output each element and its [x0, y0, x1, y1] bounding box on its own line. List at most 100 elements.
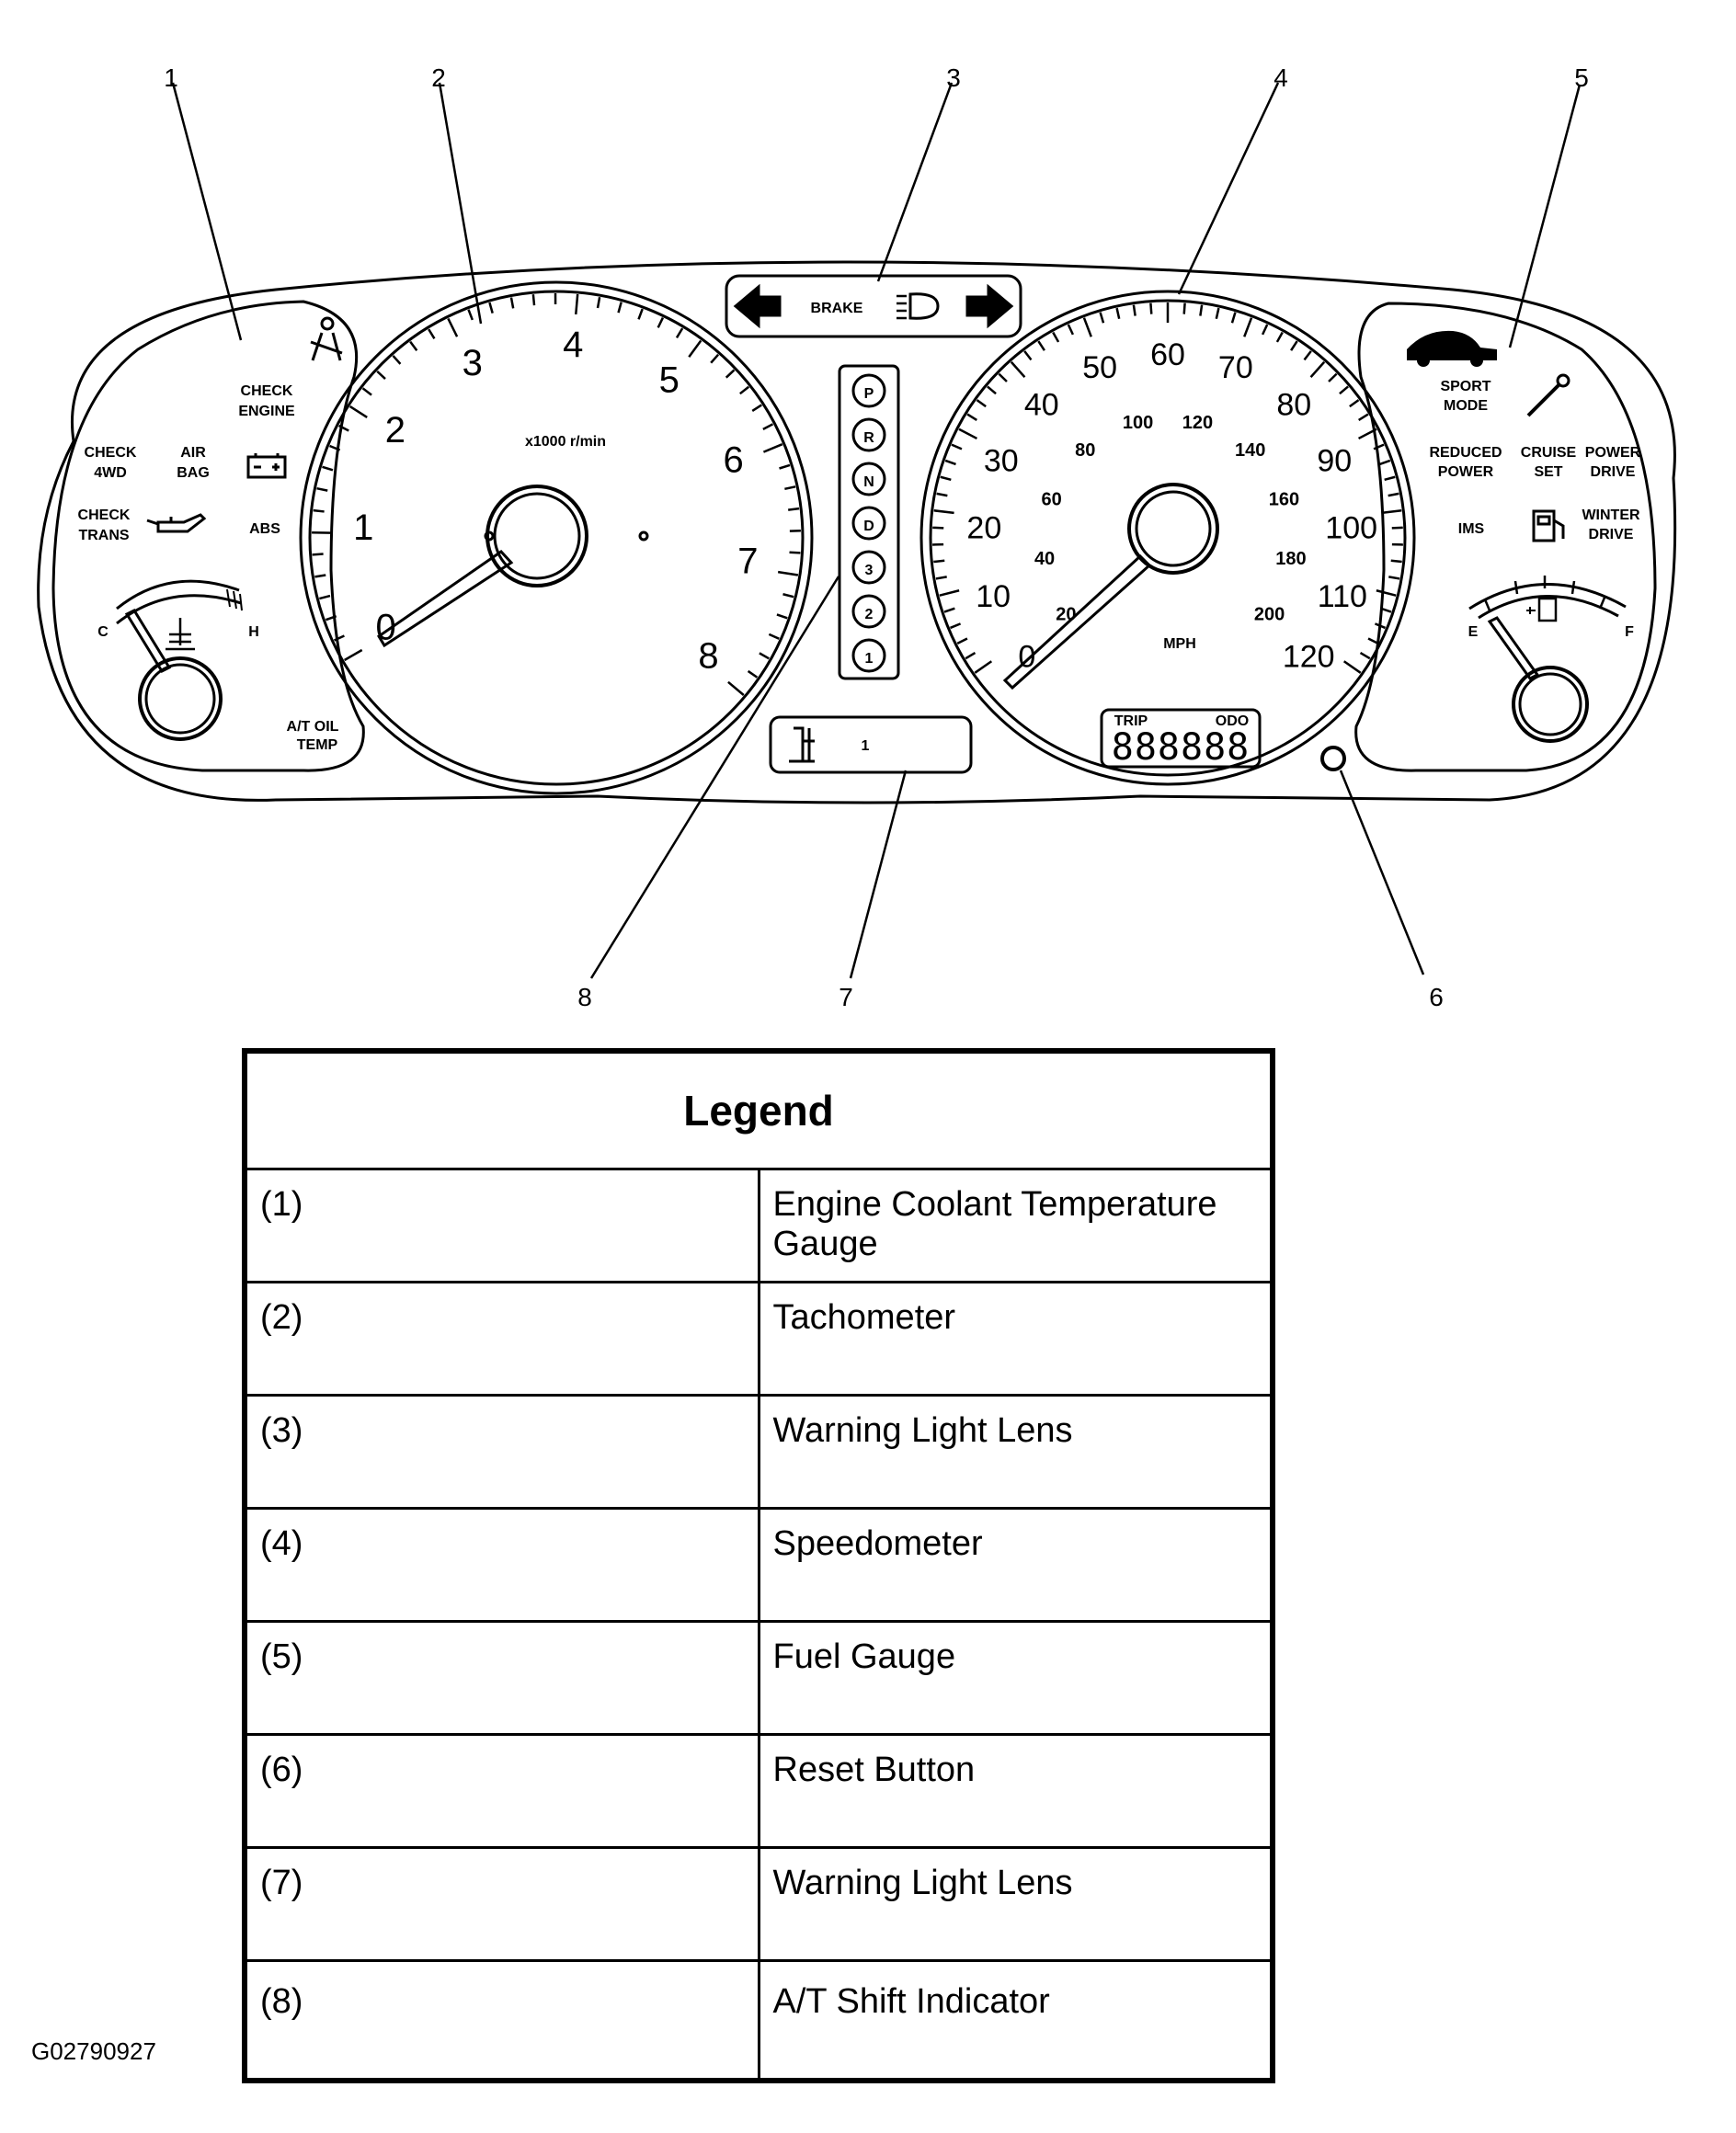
- callout-4: 4: [1273, 63, 1288, 92]
- abs-label: ABS: [249, 521, 280, 537]
- dial-tick: [409, 340, 418, 352]
- dial-tick: [1367, 637, 1379, 645]
- dial-tick: [933, 559, 945, 564]
- dial-tick: [688, 339, 702, 358]
- dial-tick: [1379, 459, 1391, 466]
- winter-drive-line1: WINTER: [1582, 508, 1640, 523]
- legend-row: (6) Reset Button: [243, 1733, 1274, 1849]
- callout-2: 2: [431, 63, 446, 92]
- dial-tick: [762, 443, 783, 453]
- oil-pressure-icon: [146, 513, 207, 533]
- dial-tick: [950, 622, 962, 630]
- legend-row-number: (4): [243, 1507, 760, 1623]
- dial-tick: [1390, 559, 1402, 564]
- ims-label: IMS: [1458, 521, 1485, 537]
- shift-position-ring: [851, 462, 886, 496]
- speedometer-kmh-number: 100: [1123, 413, 1153, 433]
- fuel-gauge: [1468, 576, 1627, 743]
- dial-tick: [1010, 360, 1026, 379]
- dial-tick: [759, 652, 770, 660]
- dial-tick: [617, 302, 622, 314]
- dial-tick: [788, 507, 800, 511]
- dial-tick: [974, 660, 993, 674]
- legend-row-description: Engine Coolant Temperature Gauge: [757, 1168, 1274, 1283]
- fuel-pump-icon: [1532, 509, 1565, 542]
- dial-tick: [784, 485, 796, 491]
- sport-mode-line1: SPORT: [1440, 379, 1490, 394]
- check-4wd-line2: 4WD: [94, 465, 127, 481]
- reduced-power-line1: REDUCED: [1429, 445, 1502, 461]
- legend-title: Legend: [243, 1049, 1274, 1170]
- dial-tick: [1391, 526, 1403, 530]
- legend-row-description: Fuel Gauge: [757, 1620, 1274, 1736]
- legend-row-description: Tachometer: [757, 1281, 1274, 1397]
- tach-number: 5: [659, 360, 680, 401]
- legend-row-number: (8): [243, 1959, 760, 2082]
- dial-tick: [392, 355, 402, 365]
- lower-lens-value: 1: [862, 738, 870, 754]
- check-engine-line2: ENGINE: [238, 404, 295, 419]
- callout-6: 6: [1429, 983, 1444, 1011]
- shift-position-label: 1: [865, 651, 874, 667]
- dial-tick: [939, 589, 960, 597]
- dial-tick: [1082, 317, 1092, 337]
- dial-tick: [1261, 324, 1269, 336]
- dial-tick: [319, 594, 331, 600]
- dial-tick: [1339, 385, 1349, 395]
- dial-tick: [1376, 589, 1397, 597]
- seatbelt-reminder-icon: [310, 316, 343, 361]
- odometer-value: 888888: [1112, 726, 1251, 769]
- coolant-temp-gauge: [116, 579, 243, 741]
- legend-row-description: Warning Light Lens: [757, 1846, 1274, 1962]
- speedometer-kmh-number: 160: [1269, 490, 1299, 510]
- dial-tick: [747, 669, 759, 679]
- dial-tick: [322, 465, 334, 472]
- dial-tick: [316, 486, 328, 492]
- brake-label: BRAKE: [811, 301, 863, 316]
- legend-row-number: (3): [243, 1394, 760, 1510]
- shift-position-label: 3: [865, 563, 874, 578]
- dial-tick: [344, 648, 363, 662]
- callout-leaders: [171, 82, 1582, 979]
- dial-tick: [943, 607, 955, 613]
- left-pod-indicators: CHECK ENGINE CHECK 4WD AIR BAG CHECK TRA…: [78, 316, 343, 753]
- shift-position-ring: [851, 417, 886, 452]
- legend-row-description: Reset Button: [757, 1733, 1274, 1849]
- tach-number: 7: [737, 542, 758, 582]
- shift-position-ring: [851, 506, 886, 541]
- legend-row-description: A/T Shift Indicator: [757, 1959, 1274, 2082]
- dial-tick: [338, 424, 349, 432]
- dial-tick: [1290, 340, 1298, 351]
- odometer-display: TRIP ODO 888888: [1100, 708, 1262, 769]
- dial-tick: [768, 633, 780, 640]
- tach-ticks: [312, 292, 801, 696]
- dial-tick: [727, 680, 745, 696]
- dial-tick: [966, 413, 977, 421]
- speedometer-kmh-number: 140: [1235, 440, 1265, 461]
- shift-position-label: D: [863, 519, 874, 534]
- speedometer-kmh-number: 80: [1075, 440, 1095, 461]
- dial-tick: [1230, 312, 1237, 324]
- check-trans-line1: CHECK: [78, 508, 131, 523]
- dial-tick: [1099, 312, 1105, 324]
- shift-position-label: 2: [865, 607, 874, 622]
- wrench-icon: [1526, 373, 1570, 417]
- speedometer-mph-number: 80: [1276, 388, 1311, 423]
- dial-tick: [777, 570, 799, 576]
- dial-tick: [1373, 443, 1385, 451]
- legend-row-description: Speedometer: [757, 1507, 1274, 1623]
- dial-tick: [956, 637, 968, 645]
- dial-tick: [776, 613, 788, 620]
- dial-tick: [1023, 350, 1033, 361]
- dial-tick: [447, 317, 459, 337]
- power-drive-line1: POWER: [1585, 445, 1641, 461]
- dial-tick: [1380, 607, 1392, 613]
- shift-position-label: P: [864, 386, 874, 402]
- dial-tick: [329, 444, 341, 451]
- dial-tick: [1374, 622, 1386, 630]
- speedometer-kmh-number: 180: [1275, 549, 1306, 569]
- reset-button: [1320, 746, 1346, 771]
- speedometer-kmh-number: 200: [1254, 604, 1285, 624]
